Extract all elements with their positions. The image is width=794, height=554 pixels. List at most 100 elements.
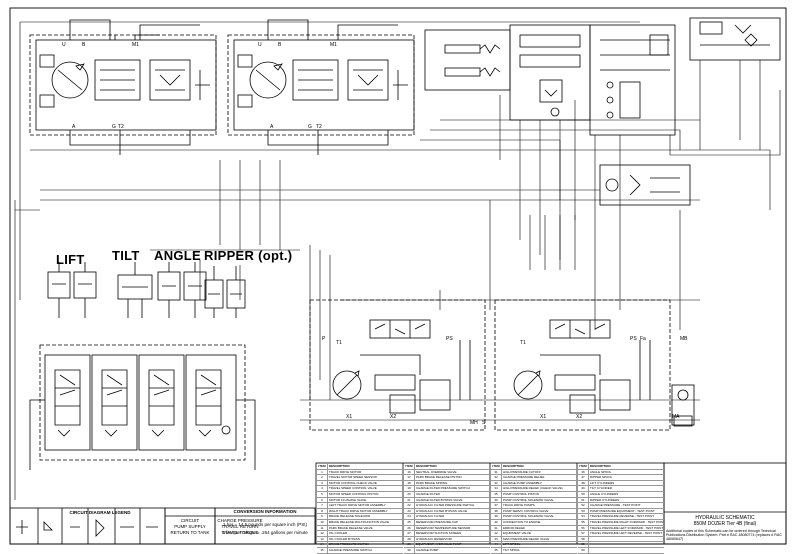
parts-item-description: ERROR RELIEF: [503, 525, 526, 530]
parts-header-description: DESCRIPTION: [590, 464, 611, 468]
charge-pump-ma: [671, 384, 695, 427]
port-g-right: G: [308, 124, 312, 130]
parts-item-description: MOTOR CONTROL CHECK VALVE: [329, 480, 377, 485]
parts-item-number: 40: [491, 519, 502, 525]
parts-item-description: [589, 548, 664, 553]
parts-item-description: CHARGE PUMP ASSEMBLY: [503, 480, 542, 485]
parts-item-description: CONNECTION TO ENGINE: [503, 519, 541, 524]
parts-item-number: 58: [578, 536, 589, 542]
parts-item-number: 52: [578, 503, 589, 508]
parts-item-description: RESERVOIR TEMPERATURE SENSOR: [416, 525, 471, 530]
parts-item-number: 18: [404, 480, 415, 486]
track-drive-pumps: [424, 24, 676, 136]
parts-item-number: 9: [317, 514, 328, 519]
parts-item-description: MOTOR SPEED CONTROL PISTON: [329, 491, 379, 496]
parts-item-description: LIFT CYLINDERS: [590, 480, 615, 485]
parts-header-description: DESCRIPTION: [416, 464, 437, 468]
parts-item-number: 44: [491, 542, 502, 547]
port-s: S: [482, 420, 486, 426]
parts-item-number: 39: [491, 514, 502, 519]
parts-item-number: 20: [404, 491, 415, 497]
parts-table-row: 59: [578, 542, 664, 548]
parts-item-description: TRACK DRIVE MOTOR: [329, 469, 362, 474]
parts-item-description: MAIN PRESSURE RELIEF VALVE: [503, 536, 550, 541]
port-mb: MB: [680, 336, 688, 342]
parts-item-description: EQUIPMENT VALVE: [503, 531, 531, 536]
angle-cylinders: [157, 262, 207, 318]
parts-item-number: 10: [317, 519, 328, 525]
track-drive-pump-right: [494, 299, 671, 431]
parts-item-number: 47: [578, 475, 589, 480]
parts-item-description: HYDRAULIC FILTER BYPASS VALVE: [416, 508, 467, 513]
parts-item-number: 55: [578, 519, 589, 525]
equipment-valve: [29, 344, 256, 470]
parts-item-number: 34: [491, 486, 502, 491]
parts-header-item: ITEM: [404, 464, 415, 469]
parts-item-number: 1: [317, 469, 328, 475]
parts-item-description: TRAVEL PRESSURE RIGHT FORWARD - TEST POI…: [590, 519, 664, 524]
parts-item-description: ANGLE SPOOL: [590, 469, 612, 474]
parts-item-description: LEFT TRACK DRIVE MOTOR ASSEMBLY: [329, 503, 386, 508]
port-b-right: B: [278, 42, 282, 48]
conversion-line2: 1 liter per minute = .264 gallons per mi…: [222, 530, 308, 535]
parts-item-number: 24: [404, 514, 415, 519]
parts-item-description: EQUIPMENT HYDRAULIC PUMP: [416, 542, 462, 547]
parts-item-number: 54: [578, 514, 589, 519]
parts-item-description: TRACK DRIVE PUMPS: [503, 503, 535, 508]
parts-header-item: ITEM: [578, 464, 589, 469]
angle-section-title: ANGLE: [154, 248, 201, 263]
parts-item-description: RIGHT TRACK DRIVE MOTOR ASSEMBLY: [329, 508, 388, 513]
port-u-right: U: [258, 42, 262, 48]
parts-item-description: PUMP CONTROL SOLENOID VALVE: [503, 497, 554, 502]
parts-item-number: 26: [404, 525, 415, 531]
parts-item-description: TRAVEL PRESSURE LEFT REVERSE - TEST POIN…: [590, 531, 663, 536]
parts-item-number: 21: [404, 497, 415, 503]
parts-item-number: 17: [404, 475, 415, 480]
port-m1-left: M1: [132, 42, 139, 48]
parts-item-number: 5: [317, 491, 328, 497]
parts-item-number: 50: [578, 491, 589, 497]
legend-item-2: RETURN TO TANK: [170, 530, 210, 535]
parts-item-number: 45: [491, 547, 502, 553]
legend-item-0: CIRCUIT: [180, 518, 200, 523]
port-g-left: G: [112, 124, 116, 130]
parts-item-description: PARK BRAKE SPRING: [416, 480, 448, 485]
parts-item-description: BRAKE RELEASE SOLENOID: [329, 514, 371, 519]
parts-item-number: 48: [578, 480, 589, 486]
parts-item-number: 4: [317, 486, 328, 491]
parts-item-description: PUMP SERVO CONTROL VALVE: [503, 508, 549, 513]
parts-item-number: 29: [404, 542, 415, 547]
parts-item-number: 14: [317, 542, 328, 547]
tilt-section-title: TILT: [112, 248, 140, 263]
parts-item-number: 19: [404, 486, 415, 491]
parts-item-number: 46: [578, 469, 589, 475]
parts-item-description: ANGLE CYLINDERS: [590, 491, 619, 496]
parts-item-number: 23: [404, 508, 415, 514]
parts-item-number: 36: [491, 497, 502, 503]
